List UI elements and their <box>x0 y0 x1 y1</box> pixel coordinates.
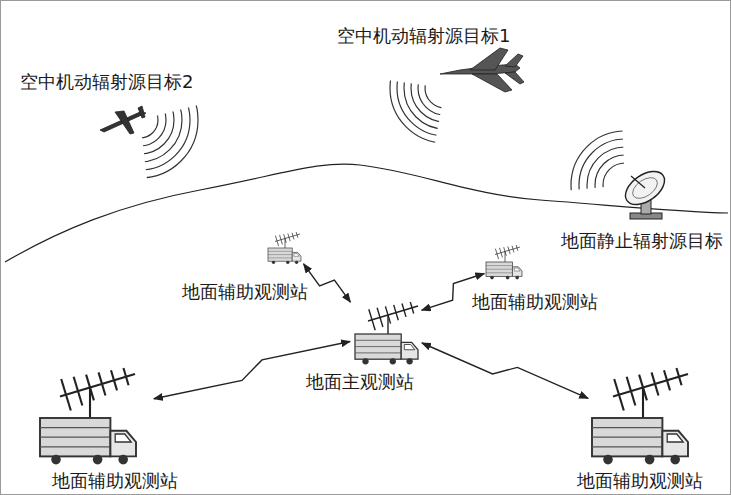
propeller-plane <box>100 106 146 134</box>
station-label: 地面辅助观测站 <box>470 292 600 313</box>
station-node: 地面辅助观测站 <box>575 471 705 492</box>
target-label-text: 地面静止辐射源目标 <box>559 231 725 252</box>
target-label: 地面静止辐射源目标 <box>559 231 725 252</box>
target-label: 空中机动辐射源目标1 <box>335 26 512 47</box>
station-truck <box>40 368 136 464</box>
fighter-jet <box>440 48 524 92</box>
station-truck <box>268 232 301 264</box>
station-truck <box>592 368 688 464</box>
target-label: 空中机动辐射源目标2 <box>18 72 195 93</box>
horizon-line <box>5 164 728 262</box>
data-link-arrow <box>304 264 351 302</box>
station-label: 地面主观测站 <box>304 372 416 393</box>
station-label: 地面辅助观测站 <box>50 471 180 492</box>
station-truck <box>486 245 522 279</box>
data-link-arrow <box>422 343 588 398</box>
radar-dish <box>620 165 671 219</box>
station-node: 地面辅助观测站 <box>470 292 600 313</box>
target-label-text: 空中机动辐射源目标1 <box>335 26 512 47</box>
station-node: 地面辅助观测站 <box>180 282 310 303</box>
station-label: 地面辅助观测站 <box>575 471 705 492</box>
station-node: 地面辅助观测站 <box>50 471 180 492</box>
station-label: 地面辅助观测站 <box>180 282 310 303</box>
target-label-text: 空中机动辐射源目标2 <box>18 72 195 93</box>
station-node: 地面主观测站 <box>304 372 416 393</box>
radiation-waves <box>390 33 500 143</box>
radiation-waves <box>571 131 679 239</box>
station-truck <box>355 302 418 364</box>
